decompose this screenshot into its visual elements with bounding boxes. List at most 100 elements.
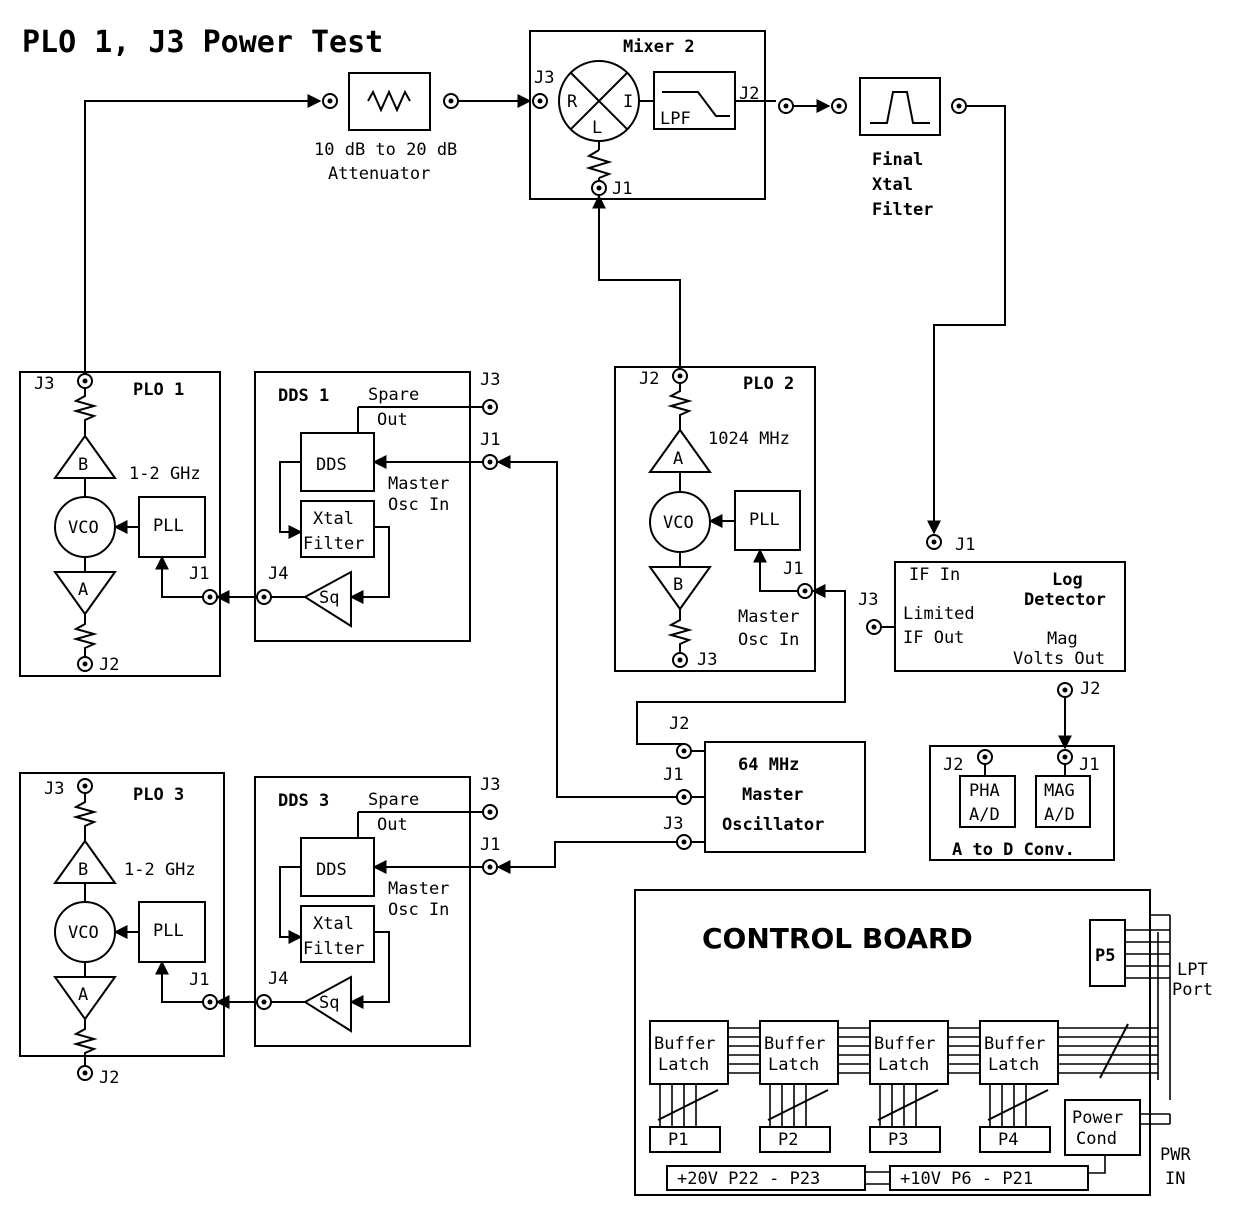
plo1-amp-a: A: [78, 580, 88, 600]
adc-j2-label: J2: [943, 755, 963, 775]
dds1-master-1: Master: [388, 474, 449, 494]
master-osc-label-1: 64 MHz: [738, 755, 799, 775]
dds1-j1-label: J1: [480, 430, 500, 450]
dds1-xtal-1: Xtal: [313, 509, 354, 529]
dds3-title: DDS 3: [278, 791, 329, 811]
dds3-sq: Sq: [319, 993, 339, 1013]
buffer-latch-2-line2: Latch: [768, 1055, 819, 1075]
plo1-freq: 1-2 GHz: [129, 464, 201, 484]
plo2-title: PLO 2: [743, 374, 794, 394]
master-osc-j3-label: J3: [663, 814, 683, 834]
master-osc-label-3: Oscillator: [722, 815, 824, 835]
buffer-latch-1-line2: Latch: [658, 1055, 709, 1075]
plo1-title: PLO 1: [133, 380, 184, 400]
diagram-title: PLO 1, J3 Power Test: [22, 25, 383, 60]
mixer-j1-label: J1: [612, 179, 632, 199]
dds3-j4-label: J4: [268, 969, 288, 989]
dds3-dds: DDS: [316, 860, 347, 880]
log-detector-lim-2: IF Out: [903, 628, 964, 648]
power-cond-label-2: Cond: [1076, 1129, 1117, 1149]
adc-mag-1: MAG: [1044, 781, 1075, 801]
lpf-label: LPF: [660, 109, 691, 129]
dds1-spare-1: Spare: [368, 385, 419, 405]
signal-wires: [84, 94, 1072, 874]
plo1-vco: VCO: [68, 518, 99, 538]
plo-3: PLO 3 J3 B 1-2 GHz VCO PLL A J2 J1: [19, 772, 225, 1088]
mixer-j3-label: J3: [534, 68, 554, 88]
pwr-label-1: PWR: [1160, 1145, 1191, 1165]
dds3-xtal-2: Filter: [303, 939, 364, 959]
plo3-pll: PLL: [153, 921, 184, 941]
plo1-j2-label: J2: [99, 655, 119, 675]
log-detector-j1-label: J1: [955, 535, 975, 555]
log-detector-j2-label: J2: [1080, 679, 1100, 699]
log-detector-mag-2: Volts Out: [1013, 649, 1105, 669]
dds1-title: DDS 1: [278, 386, 329, 406]
mixer-2: Mixer 2 J3 R I L LPF J2 J1: [529, 30, 776, 200]
p2-label: P2: [778, 1130, 798, 1150]
dds3-j3-label: J3: [480, 775, 500, 795]
dds3-j1-label: J1: [480, 835, 500, 855]
dds3-spare-2: Out: [377, 815, 408, 835]
mixer-title: Mixer 2: [623, 37, 695, 57]
bus-10v-label: +10V P6 - P21: [900, 1169, 1033, 1189]
final-filter-label-3: Filter: [872, 200, 933, 220]
adc-pha-2: A/D: [969, 805, 1000, 825]
plo3-vco: VCO: [68, 923, 99, 943]
pwr-label-2: IN: [1165, 1169, 1185, 1189]
plo2-freq: 1024 MHz: [708, 429, 790, 449]
p1-label: P1: [668, 1130, 688, 1150]
final-filter-label-1: Final: [872, 150, 923, 170]
master-osc-j1-label: J1: [663, 765, 683, 785]
log-detector-lim-1: Limited: [903, 604, 975, 624]
master-oscillator: 64 MHz Master Oscillator J2 J1 J3: [663, 714, 866, 853]
plo3-amp-b: B: [78, 860, 88, 880]
plo2-amp-b: B: [673, 575, 683, 595]
adc-j1-label: J1: [1079, 755, 1099, 775]
plo3-freq: 1-2 GHz: [124, 860, 196, 880]
control-board-title: CONTROL BOARD: [702, 922, 973, 955]
log-detector-title-1: Log: [1052, 570, 1083, 590]
dds1-master-2: Osc In: [388, 495, 449, 515]
adc-title: A to D Conv.: [952, 840, 1075, 860]
plo1-j3-label: J3: [34, 374, 54, 394]
plo2-master-1: Master: [738, 607, 799, 627]
dds1-sq: Sq: [319, 588, 339, 608]
control-board: CONTROL BOARD P5 LPT Port Buffer Latch B…: [634, 889, 1213, 1196]
plo1-j1-label: J1: [189, 564, 209, 584]
attenuator-label-1: 10 dB to 20 dB: [314, 140, 457, 160]
buffer-latch-4-line1: Buffer: [984, 1034, 1045, 1054]
log-detector-j3-label: J3: [858, 590, 878, 610]
dds1-j4-label: J4: [268, 564, 288, 584]
final-xtal-filter: Final Xtal Filter: [831, 77, 967, 220]
dds1-j3-label: J3: [480, 370, 500, 390]
dds1-spare-2: Out: [377, 410, 408, 430]
buffer-latch-1-line1: Buffer: [654, 1034, 715, 1054]
lpt-label-2: Port: [1172, 980, 1213, 1000]
dds3-spare-1: Spare: [368, 790, 419, 810]
buffer-latch-4-line2: Latch: [988, 1055, 1039, 1075]
buffer-latch-3-line2: Latch: [878, 1055, 929, 1075]
final-filter-label-2: Xtal: [872, 175, 913, 195]
plo2-amp-a: A: [673, 449, 683, 469]
p5-label: P5: [1095, 946, 1115, 966]
dds3-xtal-1: Xtal: [313, 914, 354, 934]
attenuator: 10 dB to 20 dB Attenuator: [314, 72, 459, 184]
p3-label: P3: [888, 1130, 908, 1150]
plo2-j3-label: J3: [697, 650, 717, 670]
master-osc-label-2: Master: [742, 785, 803, 805]
plo3-j3-label: J3: [44, 779, 64, 799]
a-to-d-converter: J2 J1 PHA A/D MAG A/D A to D Conv.: [929, 745, 1115, 861]
plo3-title: PLO 3: [133, 785, 184, 805]
dds1-xtal-2: Filter: [303, 534, 364, 554]
plo2-j2-label: J2: [639, 369, 659, 389]
adc-mag-2: A/D: [1044, 805, 1075, 825]
plo1-pll: PLL: [153, 516, 184, 536]
lpt-label-1: LPT: [1177, 960, 1208, 980]
plo-2: PLO 2 J2 A 1024 MHz VCO PLL B J3 J1 Mast…: [614, 366, 816, 672]
mixer-r-port: R: [567, 92, 578, 112]
dds3-master-1: Master: [388, 879, 449, 899]
mixer-j2-label: J2: [739, 84, 759, 104]
master-osc-j2-label: J2: [669, 714, 689, 734]
